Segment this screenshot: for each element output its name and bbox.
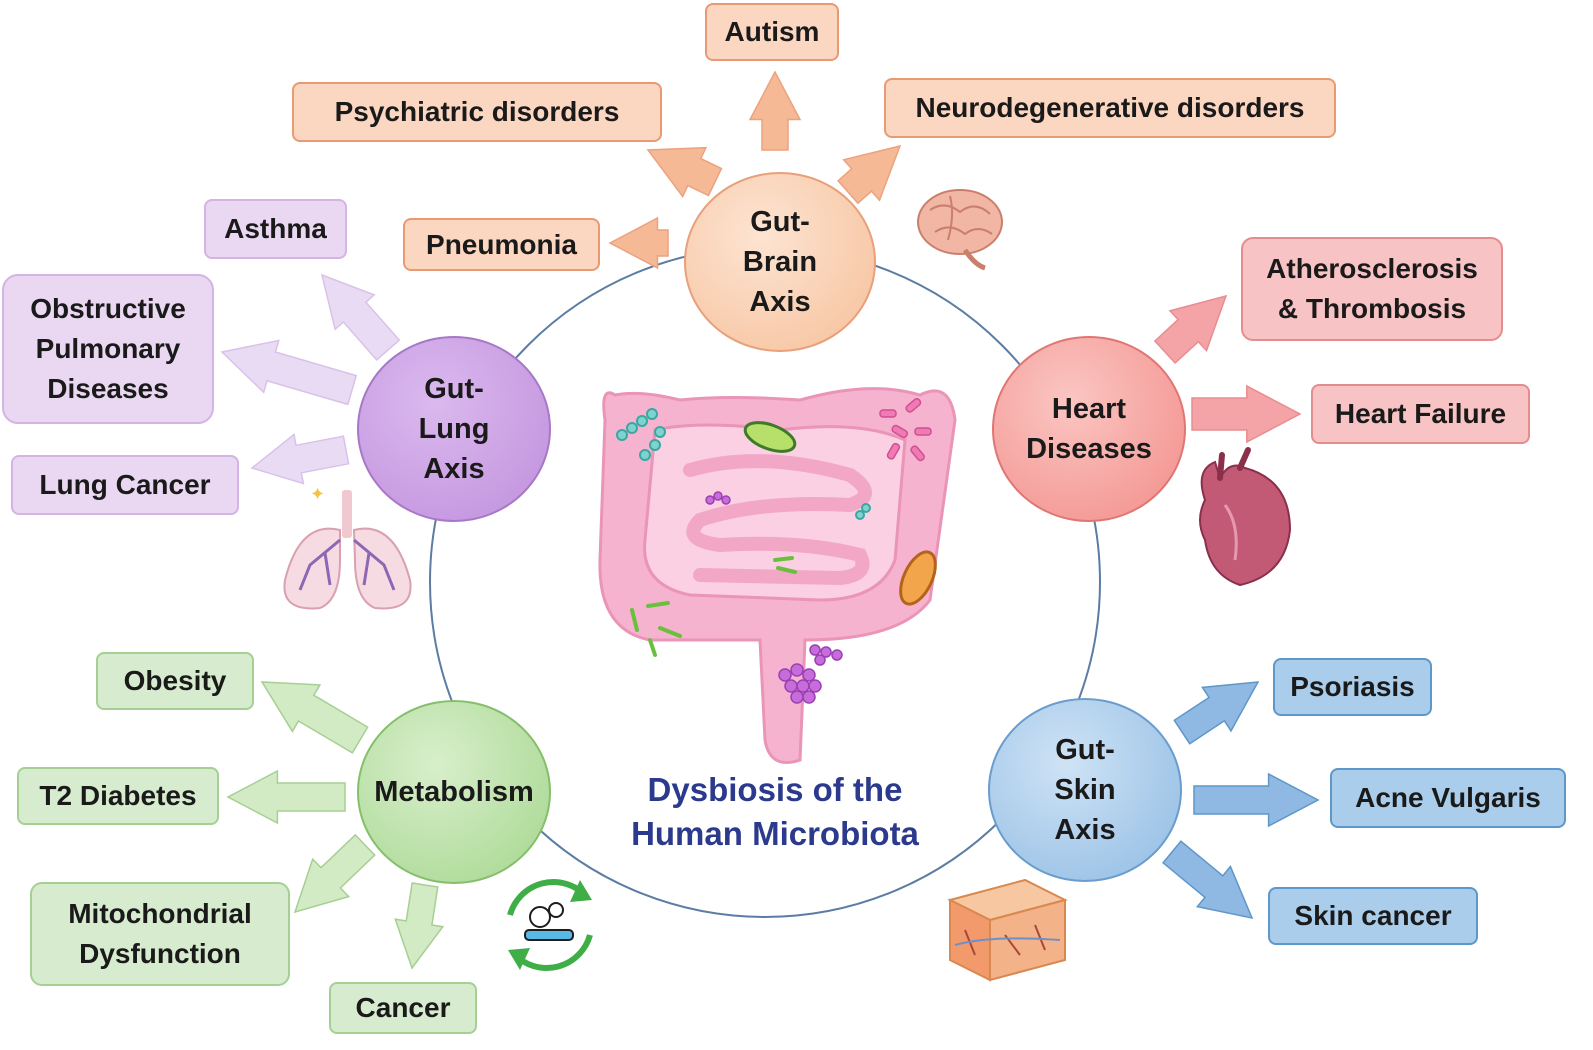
hub-gut-brain-line-1: Gut- — [750, 206, 810, 238]
arrow-to-lung-cancer — [250, 433, 350, 485]
hub-gut-lung-line-2: Lung — [418, 413, 490, 445]
hub-metabolism-line-1: Metabolism — [374, 776, 534, 808]
arrow-to-neurodegenerative — [837, 144, 902, 205]
central-title-line-1: Dysbiosis of the — [647, 771, 903, 808]
box-t2-diabetes: T2 Diabetes — [17, 767, 219, 825]
arrow-to-skin-cancer — [1162, 840, 1254, 920]
arrows — [220, 70, 1320, 970]
box-heart-failure-label: Heart Failure — [1334, 398, 1507, 429]
box-mitochondrial-line-2: Dysfunction — [79, 938, 241, 969]
box-autism: Autism — [705, 3, 839, 61]
hub-gut-skin-line-2: Skin — [1054, 774, 1116, 806]
hub-gut-skin-line-3: Axis — [1054, 814, 1116, 846]
box-obesity-label: Obesity — [123, 665, 227, 696]
lungs-icon: ✦ — [283, 484, 412, 610]
box-lung-cancer-label: Lung Cancer — [39, 469, 211, 500]
hub-heart-line-2: Diseases — [1026, 433, 1152, 465]
arrow-to-heart-failure — [1191, 384, 1302, 444]
hub-heart-line-1: Heart — [1051, 393, 1127, 425]
box-asthma-label: Asthma — [224, 213, 327, 244]
box-cancer-label: Cancer — [355, 992, 451, 1023]
arrow-to-acne — [1193, 772, 1320, 828]
arrow-to-cancer — [394, 882, 445, 970]
arrow-to-autism — [748, 70, 802, 151]
box-t2-diabetes-label: T2 Diabetes — [39, 780, 197, 811]
recycle-icon — [507, 879, 593, 971]
hub-gut-brain-line-3: Axis — [749, 286, 811, 318]
box-atherosclerosis-thrombosis: Atherosclerosis & Thrombosis — [1241, 237, 1503, 341]
svg-text:✦: ✦ — [310, 484, 325, 505]
box-neurodegenerative-label: Neurodegenerative disorders — [915, 92, 1305, 123]
arrow-to-obesity — [260, 681, 369, 754]
box-psoriasis: Psoriasis — [1273, 658, 1432, 716]
box-autism-label: Autism — [724, 16, 820, 47]
arrow-to-mitochondrial — [293, 833, 376, 914]
arrow-to-asthma — [320, 273, 401, 361]
arrow-to-psychiatric — [646, 146, 723, 198]
box-atherosclerosis-line-2: & Thrombosis — [1277, 293, 1467, 324]
box-psychiatric-label: Psychiatric disorders — [334, 96, 620, 127]
box-psoriasis-label: Psoriasis — [1290, 671, 1415, 702]
central-title-line-2: Human Microbiota — [631, 815, 919, 852]
brain-icon — [917, 189, 1003, 271]
intestine-illustration — [598, 387, 957, 764]
arrow-to-t2-diabetes — [226, 769, 346, 825]
box-asthma: Asthma — [204, 199, 347, 259]
arrow-to-psoriasis — [1173, 681, 1260, 745]
central-title: Dysbiosis of the Human Microbiota — [600, 768, 950, 856]
hub-gut-lung-line-1: Gut- — [424, 373, 484, 405]
box-atherosclerosis-line-1: Atherosclerosis — [1266, 253, 1478, 284]
box-cancer: Cancer — [329, 982, 477, 1034]
box-copd-line-2: Pulmonary — [35, 333, 181, 364]
box-neurodegenerative-disorders: Neurodegenerative disorders — [884, 78, 1336, 138]
box-lung-cancer: Lung Cancer — [11, 455, 239, 515]
box-acne-vulgaris-label: Acne Vulgaris — [1355, 782, 1541, 813]
hub-gut-lung-line-3: Axis — [423, 453, 485, 485]
box-obesity: Obesity — [96, 652, 254, 710]
hub-gut-skin-line-1: Gut- — [1055, 734, 1115, 766]
box-pneumonia: Pneumonia — [403, 218, 600, 271]
hub-gut-brain-line-2: Brain — [742, 246, 818, 278]
arrow-to-atherosclerosis — [1153, 294, 1228, 365]
arrow-to-copd — [220, 339, 358, 406]
box-pneumonia-label: Pneumonia — [426, 228, 577, 260]
box-heart-failure: Heart Failure — [1311, 384, 1530, 444]
box-copd-line-3: Diseases — [47, 373, 169, 404]
heart-organ-icon — [1199, 447, 1292, 587]
skin-layers-icon — [947, 878, 1068, 982]
arrow-to-pneumonia — [608, 216, 669, 270]
box-skin-cancer-label: Skin cancer — [1294, 900, 1452, 931]
box-copd-line-1: Obstructive — [30, 293, 186, 324]
box-skin-cancer: Skin cancer — [1268, 887, 1478, 945]
hub-metabolism: Metabolism — [357, 700, 551, 884]
box-mitochondrial-line-1: Mitochondrial — [68, 898, 252, 929]
box-psychiatric-disorders: Psychiatric disorders — [292, 82, 662, 142]
box-acne-vulgaris: Acne Vulgaris — [1330, 768, 1566, 828]
